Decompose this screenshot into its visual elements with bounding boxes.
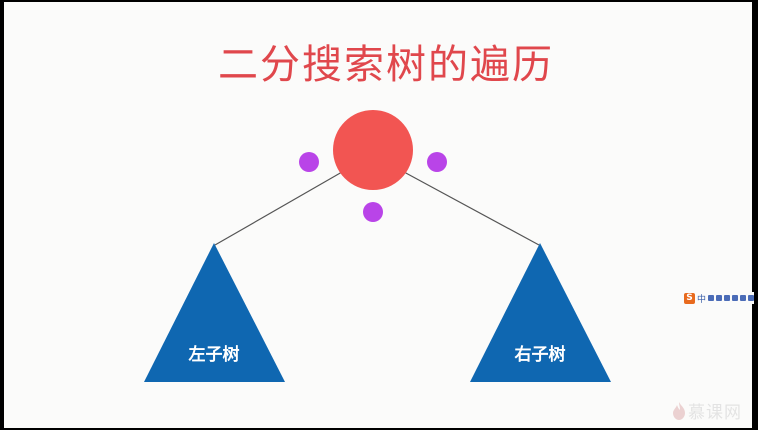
root-node	[333, 110, 413, 190]
ime-keyboard-icon[interactable]	[724, 295, 731, 301]
ime-mode-indicator[interactable]: 中	[697, 294, 707, 305]
watermark: 慕课网	[672, 398, 742, 423]
ime-tools-icon[interactable]	[748, 295, 755, 301]
postorder-visit-dot	[427, 152, 447, 172]
edge-root-right	[403, 171, 540, 246]
ime-skin-icon[interactable]	[740, 295, 747, 301]
watermark-text: 慕课网	[688, 403, 742, 423]
ime-voice-icon[interactable]	[732, 295, 739, 301]
inorder-visit-dot	[363, 202, 383, 222]
ime-punctuation-icon[interactable]	[708, 295, 715, 301]
flame-icon	[673, 401, 685, 420]
preorder-visit-dot	[299, 152, 319, 172]
ime-toolbar[interactable]: S 中	[684, 292, 755, 305]
right-subtree-label: 右子树	[515, 344, 566, 365]
ime-emoji-icon[interactable]	[716, 295, 723, 301]
right-subtree-triangle	[470, 243, 611, 382]
left-subtree-label: 左子树	[189, 344, 240, 365]
left-subtree-triangle	[144, 243, 285, 382]
ime-logo-icon[interactable]: S	[684, 292, 695, 304]
slide-title: 二分搜索树的遍历	[218, 42, 554, 88]
edge-root-left	[214, 171, 343, 246]
